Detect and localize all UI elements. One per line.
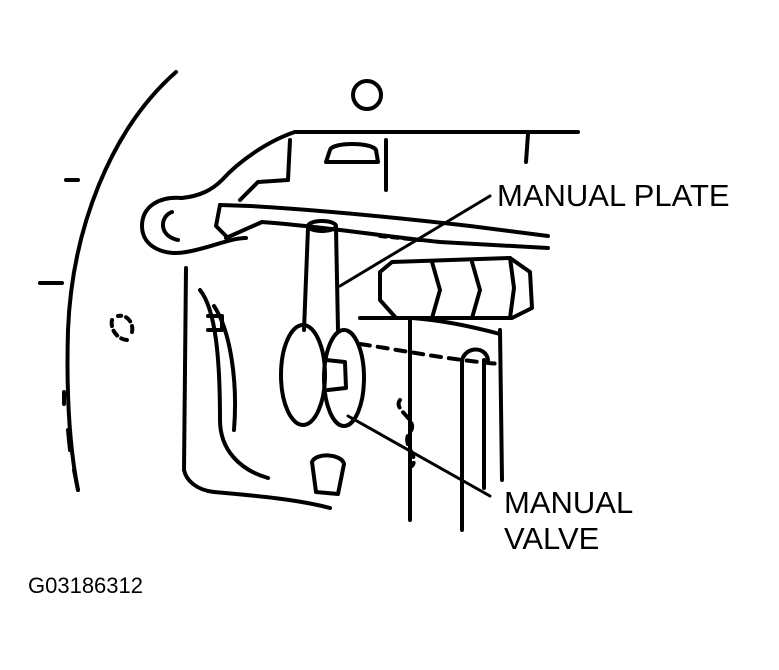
top-bolt-hole bbox=[351, 79, 383, 111]
manual-valve-label-line1: MANUAL bbox=[504, 485, 634, 520]
valve-stem-top bbox=[306, 219, 338, 233]
hex-nut-face-1 bbox=[430, 260, 442, 320]
leader-manual-valve bbox=[346, 414, 492, 498]
left-hole bbox=[109, 313, 135, 342]
manual-plate-end bbox=[214, 203, 230, 240]
housing-top-curve bbox=[180, 130, 297, 200]
right-hook bbox=[460, 347, 490, 362]
left-boss-inner bbox=[161, 210, 180, 242]
case-outline-arc-dash bbox=[62, 390, 80, 492]
dashed-right bbox=[358, 342, 502, 366]
manual-plate-lower bbox=[224, 220, 550, 250]
manual-plate-top bbox=[218, 203, 550, 238]
valve-body-arc bbox=[198, 288, 270, 480]
case-outline-arc bbox=[65, 70, 178, 492]
valve-body-bottom bbox=[212, 490, 332, 510]
small-tab bbox=[206, 314, 224, 332]
top-bolt-head bbox=[324, 142, 380, 164]
manual-plate-label: MANUAL PLATE bbox=[497, 178, 730, 213]
hex-nut-face-3 bbox=[508, 256, 516, 320]
housing-step bbox=[238, 178, 290, 202]
manual-valve-disc bbox=[279, 323, 327, 427]
valve-stem-right bbox=[334, 226, 340, 332]
manual-valve-disc-back bbox=[322, 328, 366, 428]
left-boss bbox=[140, 195, 248, 255]
valve-body-left bbox=[182, 266, 216, 494]
valve-stem-left bbox=[302, 226, 310, 332]
hex-nut-face-2 bbox=[470, 260, 482, 320]
manual-valve-label-line2: VALVE bbox=[504, 521, 600, 556]
right-chain bbox=[396, 398, 416, 468]
housing-inner-vert-1 bbox=[286, 138, 292, 182]
right-vert-4 bbox=[498, 328, 504, 482]
valve-hub bbox=[324, 358, 348, 392]
housing-right-edge bbox=[358, 316, 502, 336]
plate-dash bbox=[378, 234, 422, 242]
figure-id: G03186312 bbox=[28, 573, 143, 598]
housing-inner-vert-3 bbox=[524, 132, 530, 164]
leader-manual-plate bbox=[338, 194, 492, 288]
lower-bolt bbox=[310, 453, 346, 496]
